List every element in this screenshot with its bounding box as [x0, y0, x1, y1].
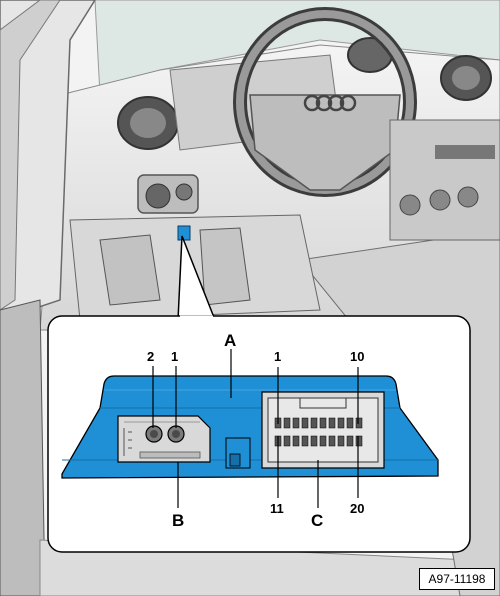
connector-c-pin [283, 417, 291, 429]
connector-c-pin [301, 435, 309, 447]
connector-c [261, 391, 385, 469]
pin-label-1-right: 1 [274, 349, 282, 364]
pin-label-11: 11 [270, 501, 284, 516]
connector-c-pin [310, 417, 318, 429]
connector-c-pin [337, 435, 345, 447]
connector-c-pin [328, 435, 336, 447]
connector-c-pin [310, 435, 318, 447]
connector-c-pin [283, 435, 291, 447]
connector-c-pin [355, 417, 363, 429]
connector-c-pin [355, 435, 363, 447]
pin-label-10: 10 [350, 349, 365, 364]
connector-c-pin [319, 417, 327, 429]
pin-label-1-left: 1 [171, 349, 179, 364]
callout-c: C [311, 511, 324, 530]
callout-b: B [172, 511, 185, 530]
callout-a: A [224, 331, 237, 350]
connector-c-pin [328, 417, 336, 429]
installed-module-marker [177, 225, 191, 241]
pin-label-2-left: 2 [147, 349, 155, 364]
connector-c-pin [346, 435, 354, 447]
connector-c-pin [292, 435, 300, 447]
connector-c-pin [301, 417, 309, 429]
connector-c-pin [292, 417, 300, 429]
connector-c-pin [346, 417, 354, 429]
leader-lines [152, 349, 359, 508]
figure-reference-code: A97-11198 [419, 568, 495, 590]
pin-label-20: 20 [350, 501, 365, 516]
connector-b [117, 415, 211, 463]
connector-c-pin [337, 417, 345, 429]
connector-c-pin [319, 435, 327, 447]
